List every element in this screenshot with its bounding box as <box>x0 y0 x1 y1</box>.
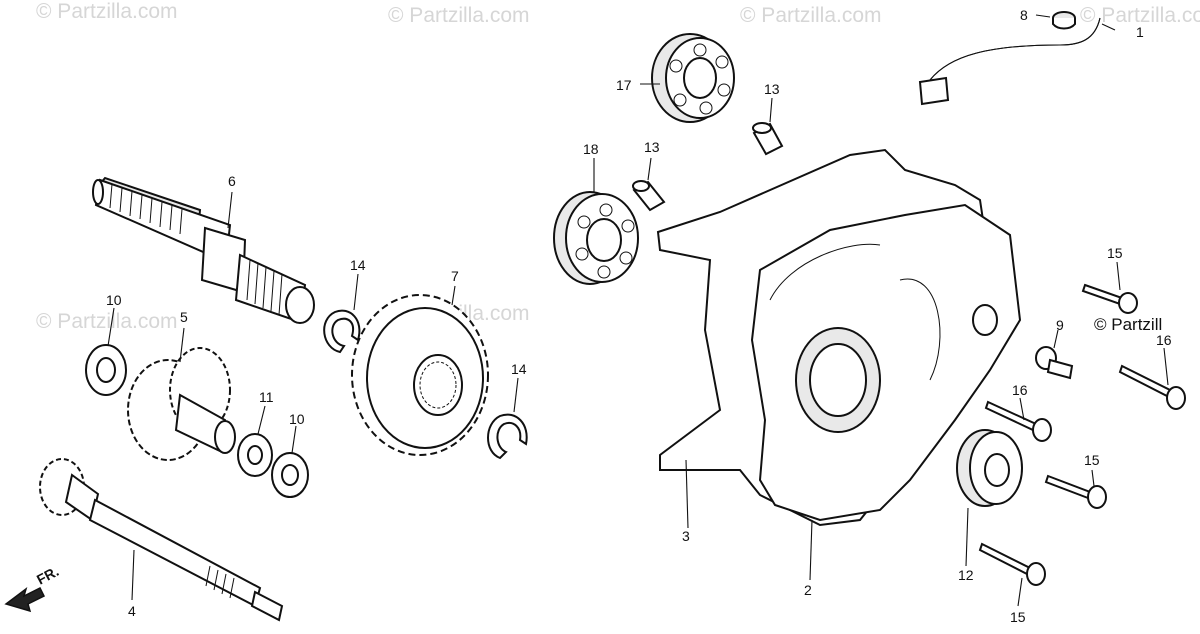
part-14-circlip-upper <box>323 309 361 354</box>
part-16-bolt-a <box>1118 364 1186 410</box>
callout-15-c: 15 <box>1010 609 1026 625</box>
part-7-gear <box>351 294 489 456</box>
callout-13-upper: 13 <box>764 81 780 97</box>
part-4-countershaft <box>39 458 284 622</box>
part-1-breather-tube <box>918 17 1101 106</box>
callout-12: 12 <box>958 567 974 583</box>
watermark-1: © Partzilla.com <box>36 0 178 23</box>
part-2-case-cover <box>750 203 1022 522</box>
part-17-bearing <box>651 33 735 123</box>
front-direction-marker: FR. <box>4 563 61 613</box>
front-label: FR. <box>34 563 61 588</box>
callout-9: 9 <box>1056 317 1064 333</box>
copyright-label: © Partzill <box>1094 315 1162 334</box>
part-16-bolt-b <box>984 400 1052 442</box>
callout-16-a: 16 <box>1156 332 1172 348</box>
callout-17: 17 <box>616 77 632 93</box>
part-11-washer <box>237 433 273 477</box>
callout-5: 5 <box>180 309 188 325</box>
callout-18: 18 <box>583 141 599 157</box>
callout-14-lower: 14 <box>511 361 527 377</box>
part-6-shaft <box>92 176 315 324</box>
part-10-washer-left <box>85 344 127 396</box>
part-18-bearing <box>553 191 639 285</box>
part-5-gear-cluster <box>127 347 236 461</box>
callout-15-b: 15 <box>1084 452 1100 468</box>
callout-14-upper: 14 <box>350 257 366 273</box>
part-13-dowel-upper <box>752 122 784 156</box>
part-8-cap <box>1052 11 1076 30</box>
callout-4: 4 <box>128 603 136 619</box>
part-9-bolt <box>1035 346 1074 380</box>
part-15-bolt-b <box>1044 474 1107 509</box>
watermark-5: © Partzilla.com <box>36 310 178 333</box>
part-10-washer-right <box>271 452 309 498</box>
part-14-circlip-lower <box>487 413 528 460</box>
callout-6: 6 <box>228 173 236 189</box>
part-15-bolt-c <box>978 542 1046 586</box>
part-13-dowel-lower <box>632 180 666 212</box>
watermark-4: © Partzilla.com <box>1080 4 1200 27</box>
callout-11: 11 <box>259 389 274 405</box>
watermark-2: © Partzilla.com <box>388 4 530 27</box>
callouts: 1 2 3 4 5 6 7 8 9 10 10 11 12 13 13 14 1… <box>106 7 1172 625</box>
watermark-3: © Partzilla.com <box>740 4 882 27</box>
callout-1: 1 <box>1136 24 1144 40</box>
callout-3: 3 <box>682 528 690 544</box>
callout-10-right: 10 <box>289 411 305 427</box>
leader-lines <box>107 14 1169 607</box>
callout-13-lower: 13 <box>644 139 660 155</box>
callout-10-left: 10 <box>106 292 122 308</box>
callout-16-b: 16 <box>1012 382 1028 398</box>
callout-7: 7 <box>451 268 459 284</box>
part-12-oil-seal <box>956 429 1023 507</box>
callout-2: 2 <box>804 582 812 598</box>
part-15-bolt-a <box>1081 283 1138 314</box>
callout-8: 8 <box>1020 7 1028 23</box>
callout-15-a: 15 <box>1107 245 1123 261</box>
